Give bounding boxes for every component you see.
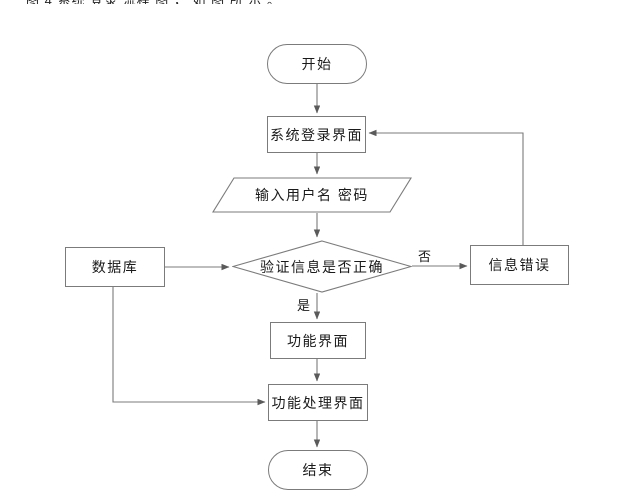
edge-label-yes: 是 [297,298,312,313]
node-start[interactable]: 开始 [267,44,367,84]
node-database[interactable]: 数据库 [65,247,165,287]
node-function-interface-label: 功能界面 [287,332,349,349]
node-input-username-password[interactable]: 输入用户名 密码 [212,177,412,213]
edge-db-to-process [112,287,266,406]
edge-error-to-login [368,129,524,245]
node-verify-information-correct-label: 验证信息是否正确 [260,258,384,275]
diamond-shape [232,240,412,293]
clipped-page-heading: 图 4 系统 登录 流程 图 ， 如 图 所 示 。 [0,0,618,4]
node-information-error-label: 信息错误 [488,257,551,273]
node-input-username-password-label: 输入用户名 密码 [255,187,369,203]
node-system-login-interface-label: 系统登录界面 [270,126,363,143]
node-function-processing-interface-label: 功能处理界面 [271,394,365,411]
node-start-label: 开始 [301,56,333,72]
node-information-error[interactable]: 信息错误 [470,245,569,285]
node-end-label: 结束 [302,462,334,478]
node-end[interactable]: 结束 [268,450,368,490]
edge-label-no: 否 [418,249,433,264]
node-verify-information-correct[interactable]: 验证信息是否正确 [232,240,412,293]
parallelogram-shape [212,177,412,213]
node-database-label: 数据库 [91,259,139,275]
node-function-processing-interface[interactable]: 功能处理界面 [268,384,368,421]
node-system-login-interface[interactable]: 系统登录界面 [267,116,366,153]
node-function-interface[interactable]: 功能界面 [270,322,366,359]
